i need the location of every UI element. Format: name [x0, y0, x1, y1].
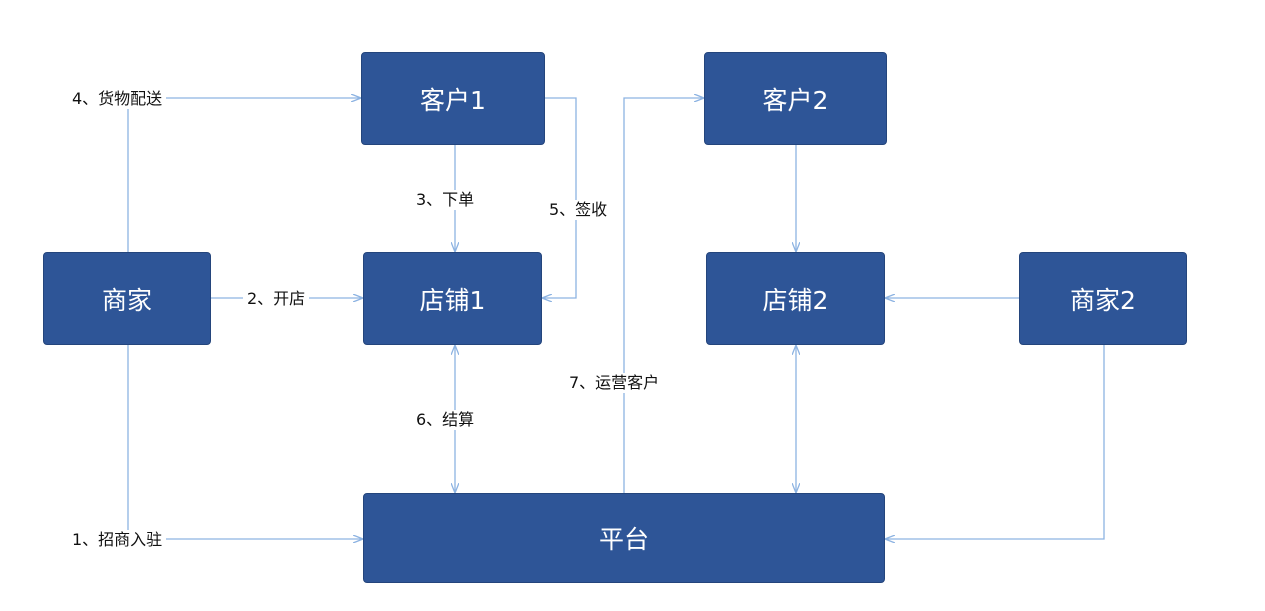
edge-delivery [127, 98, 360, 252]
label-step1-onboarding: 1、招商入驻 [68, 530, 167, 550]
label-step5-receipt: 5、签收 [545, 200, 612, 220]
node-store1[interactable]: 店铺1 [363, 252, 542, 345]
edge-operate-customer [623, 98, 703, 493]
node-customer1[interactable]: 客户1 [361, 52, 545, 145]
label-step2-open-store: 2、开店 [243, 289, 310, 309]
node-customer2[interactable]: 客户2 [704, 52, 887, 145]
node-merchant[interactable]: 商家 [43, 252, 211, 345]
node-merchant2[interactable]: 商家2 [1019, 252, 1187, 345]
node-platform[interactable]: 平台 [363, 493, 885, 583]
label-step4-delivery: 4、货物配送 [68, 89, 167, 109]
label-step3-order: 3、下单 [412, 190, 479, 210]
edge-merchant2-platform [886, 345, 1105, 539]
label-step7-operate-customer: 7、运营客户 [565, 373, 664, 393]
edge-onboarding [127, 345, 362, 539]
node-store2[interactable]: 店铺2 [706, 252, 885, 345]
label-step6-settlement: 6、结算 [412, 410, 479, 430]
edge-receipt [543, 97, 577, 298]
